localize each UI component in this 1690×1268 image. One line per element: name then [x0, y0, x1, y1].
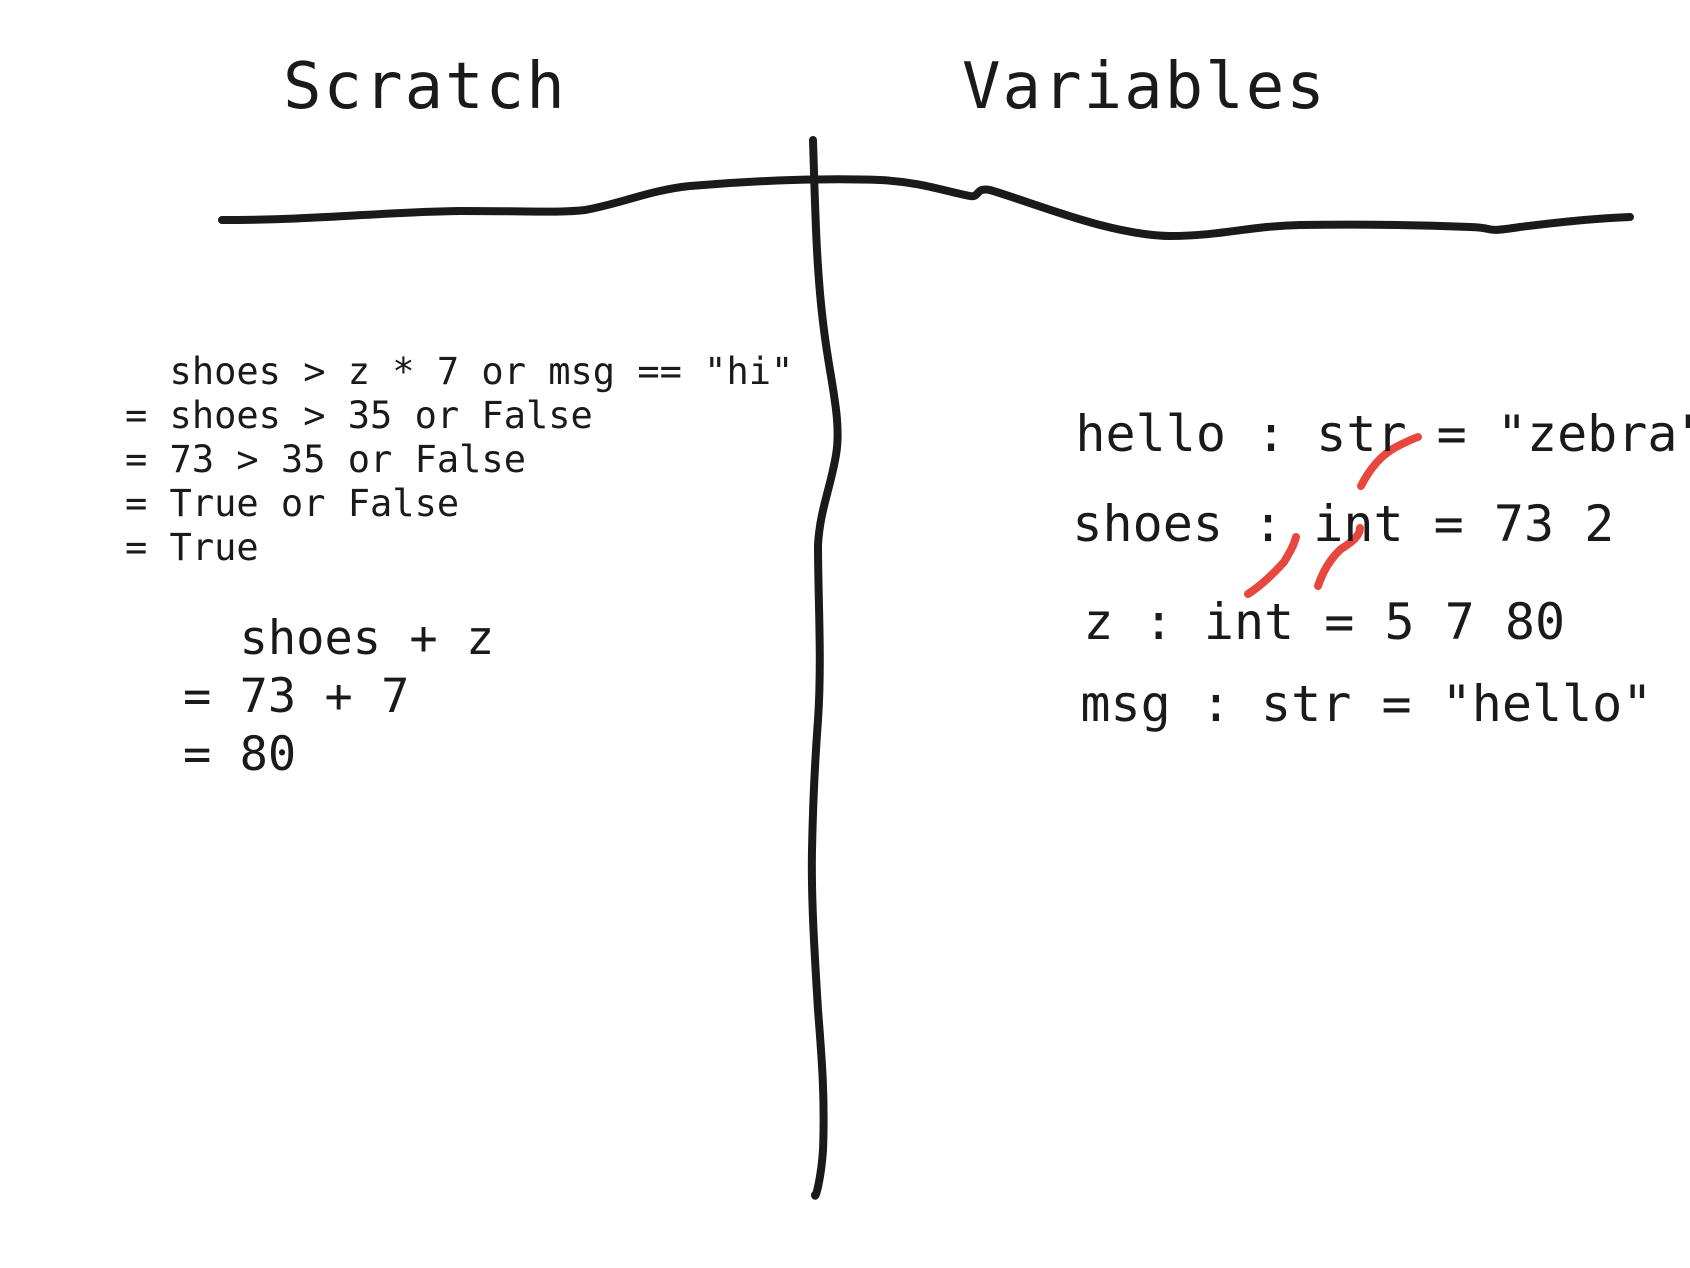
crossed-out-value: 5 [1384, 593, 1415, 651]
variable-type: int [1313, 495, 1404, 553]
variable-hello: hello : str = "zebra" [955, 344, 1690, 524]
scratch-line: shoes > z * 7 or msg == "hi" [125, 350, 794, 393]
variable-value: "hello" [1441, 675, 1653, 733]
variable-name: msg [1080, 675, 1171, 733]
variable-type: str [1261, 675, 1352, 733]
crossed-out-value: 7 [1444, 593, 1475, 651]
variable-z: z : int = 5 7 80 [1083, 593, 1566, 651]
variable-name: hello [1075, 405, 1226, 463]
variables-heading: Variables [962, 50, 1327, 124]
strike-z-7 [1314, 524, 1364, 590]
vertical-divider [807, 136, 842, 1200]
scratch-line: = shoes > 35 or False [125, 394, 593, 437]
variable-value: 2 [1584, 495, 1615, 553]
scratch-line: = True or False [125, 482, 460, 525]
variable-shoes: shoes : int = 73 2 [1072, 495, 1615, 553]
variable-value: 80 [1504, 593, 1566, 651]
strike-shoes-73 [1357, 433, 1422, 490]
addition-line: = 73 + 7 [183, 669, 410, 724]
variable-type: str [1316, 405, 1407, 463]
variable-name: shoes [1072, 495, 1223, 553]
variable-value: "zebra" [1496, 405, 1690, 463]
scratch-line: = 73 > 35 or False [125, 438, 526, 481]
strike-z-5 [1244, 533, 1300, 598]
horizontal-divider [218, 175, 1634, 240]
scratch-heading: Scratch [283, 50, 567, 124]
variable-type: int [1203, 593, 1295, 651]
variable-name: z [1083, 593, 1114, 651]
addition-line: shoes + z [183, 611, 495, 666]
variable-msg: msg : str = "hello" [1080, 675, 1653, 733]
crossed-out-value: 73 [1493, 495, 1555, 553]
addition-line: = 80 [183, 727, 297, 782]
scratch-line: = True [125, 526, 259, 569]
